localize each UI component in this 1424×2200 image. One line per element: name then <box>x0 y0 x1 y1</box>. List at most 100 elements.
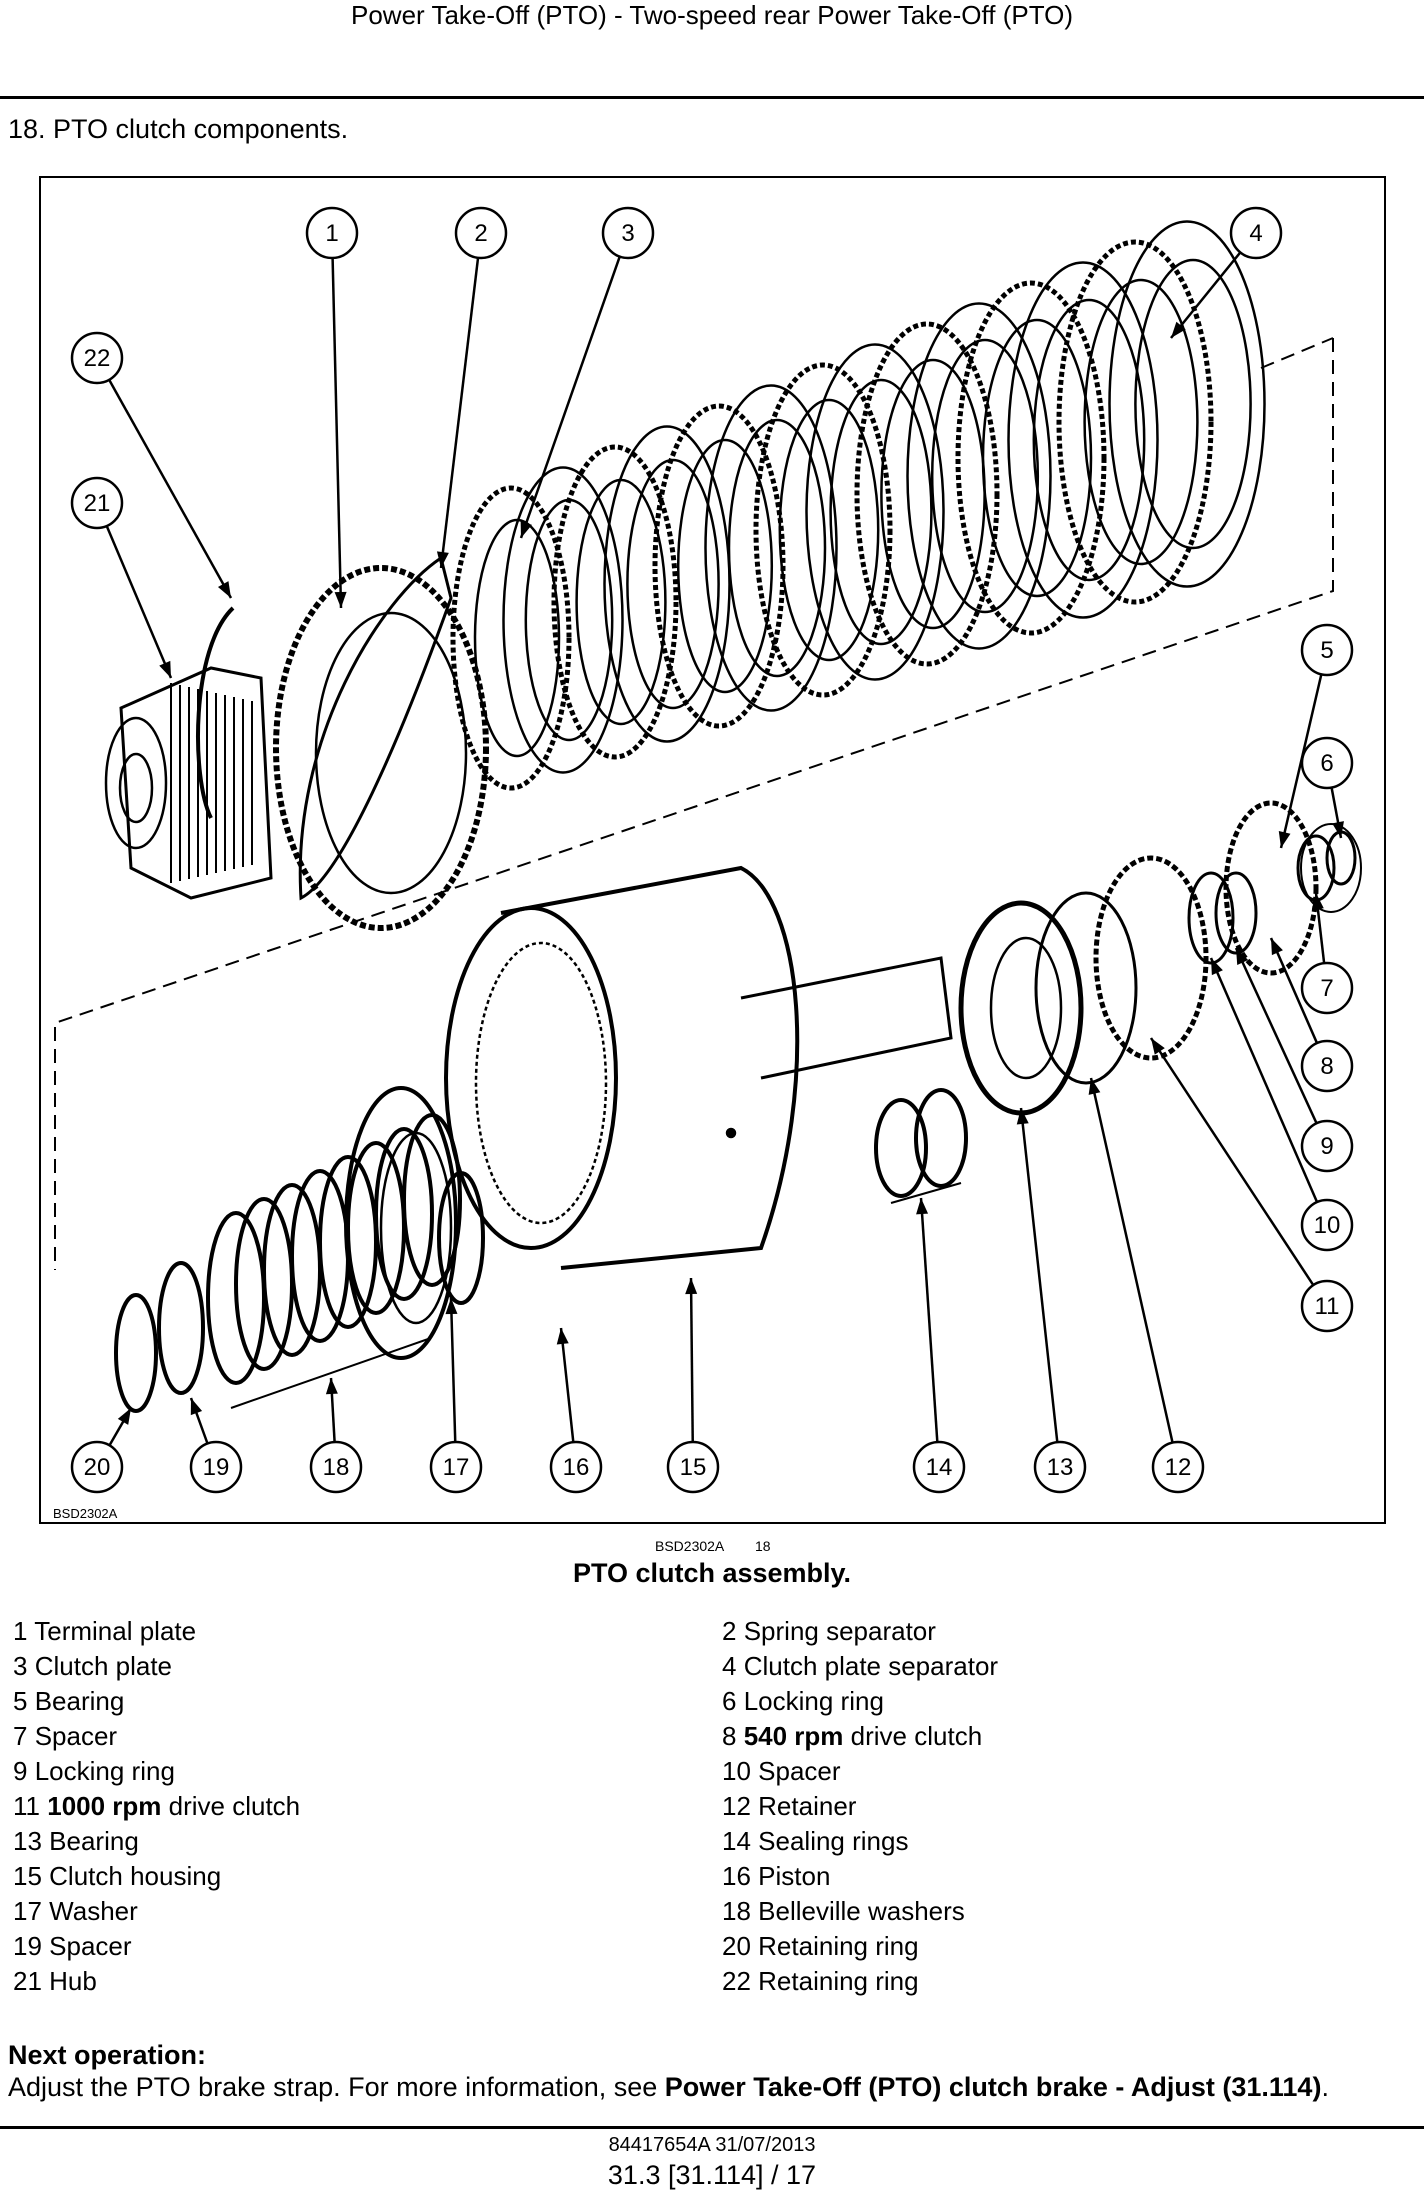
terminal-plate-bore <box>314 611 468 895</box>
legend-item-speed: 540 rpm <box>743 1721 844 1751</box>
page-header-title: Power Take-Off (PTO) - Two-speed rear Po… <box>351 0 1073 30</box>
next-operation-link[interactable]: Power Take-Off (PTO) clutch brake - Adju… <box>664 2072 1322 2102</box>
callout-arrowhead <box>436 551 449 568</box>
legend-item-16: 16 Piston <box>722 1859 998 1894</box>
bearing <box>1300 823 1362 913</box>
drive-clutch-1000 <box>1093 855 1209 1061</box>
clutch-housing-hole <box>725 1127 737 1139</box>
callout-21: 21 <box>70 476 124 530</box>
legend-item-number: 21 <box>13 1966 42 1996</box>
callout-bubble <box>601 206 655 260</box>
legend-item-label: Terminal plate <box>34 1616 197 1646</box>
callout-bubble <box>666 1440 720 1494</box>
belleville-washer <box>374 1127 434 1301</box>
callout-bubble <box>1300 1039 1354 1093</box>
callout-arrowhead <box>1211 958 1223 976</box>
legend-item-label: Retainer <box>758 1791 857 1821</box>
legend-item-8: 8 540 rpm drive clutch <box>722 1719 998 1754</box>
callout-bubble <box>454 206 508 260</box>
legend-item-7: 7 Spacer <box>13 1719 300 1754</box>
footer-page-ref: 31.3 [31.114] / 17 <box>607 2160 817 2190</box>
callout-9: 9 <box>1300 1119 1354 1173</box>
callout-number: 8 <box>1320 1053 1333 1080</box>
clutch-plate <box>805 343 945 681</box>
legend-item-number: 19 <box>13 1931 42 1961</box>
legend-item-label-tail: drive clutch <box>161 1791 301 1821</box>
legend-item-18: 18 Belleville washers <box>722 1894 998 1929</box>
figure-number: 18 <box>755 1538 771 1554</box>
clutch-plate-bore <box>676 438 774 694</box>
callout-arrowhead <box>556 1328 569 1345</box>
legend-item-number: 14 <box>722 1826 751 1856</box>
clutch-plate-bore <box>930 338 1040 614</box>
legend-item-number: 20 <box>722 1931 751 1961</box>
legend-item-label: Sealing rings <box>758 1826 909 1856</box>
clutch-plate <box>955 280 1107 636</box>
callout-arrowhead <box>520 520 532 538</box>
callout-bubble <box>1151 1440 1205 1494</box>
clutch-plate-bore <box>1134 258 1252 550</box>
legend-item-14: 14 Sealing rings <box>722 1824 998 1859</box>
retainer <box>1034 891 1138 1085</box>
locking-ring <box>1325 830 1357 886</box>
sealing-ring <box>914 1088 968 1188</box>
callout-19: 19 <box>189 1440 243 1494</box>
callout-bubble <box>309 1440 363 1494</box>
callout-arrowhead <box>1088 1078 1101 1095</box>
clutch-plate <box>652 403 786 729</box>
legend-item-label: Bearing <box>34 1686 125 1716</box>
legend-item-3: 3 Clutch plate <box>13 1649 300 1684</box>
callout-bubble <box>1033 1440 1087 1494</box>
callout-number: 20 <box>84 1454 111 1481</box>
washer <box>437 1171 485 1305</box>
callout-number: 21 <box>84 490 111 517</box>
legend-item-number: 6 <box>722 1686 737 1716</box>
callout-arrowhead <box>916 1198 929 1215</box>
clutch-plate <box>450 485 572 791</box>
next-operation-text-end: . <box>1321 2072 1329 2102</box>
callout-number: 2 <box>474 220 487 247</box>
legend-item-label: Piston <box>758 1861 831 1891</box>
clutch-plate-bore <box>778 398 880 662</box>
callout-leader <box>689 1277 695 1468</box>
legend-item-number: 7 <box>13 1721 28 1751</box>
callout-arrowhead <box>685 1278 698 1295</box>
legend-item-15: 15 Clutch housing <box>13 1859 300 1894</box>
callout-11: 11 <box>1300 1279 1354 1333</box>
callout-bubble <box>549 1440 603 1494</box>
callout-5: 5 <box>1300 623 1354 677</box>
clutch-plate <box>502 466 624 774</box>
legend-item-number: 9 <box>13 1756 28 1786</box>
callout-arrowhead <box>117 1408 131 1425</box>
figure-code-below: BSD2302A <box>655 1538 725 1554</box>
legend-item-20: 20 Retaining ring <box>722 1929 998 1964</box>
callout-number: 15 <box>680 1454 707 1481</box>
callout-number: 17 <box>443 1454 470 1481</box>
clutch-plate <box>603 425 731 743</box>
callout-number: 6 <box>1320 750 1333 777</box>
clutch-housing-shaft <box>740 956 953 1080</box>
callout-leader <box>1209 957 1329 1226</box>
legend-item-number: 10 <box>722 1756 751 1786</box>
belleville-bracket <box>230 1337 432 1409</box>
legend-item-number: 16 <box>722 1861 751 1891</box>
legend-item-label: Clutch plate separator <box>743 1651 999 1681</box>
callout-arrowhead <box>1236 948 1249 966</box>
callout-10: 10 <box>1300 1198 1354 1252</box>
figure-code-label: BSD2302A <box>53 1506 118 1521</box>
legend-item-number: 2 <box>722 1616 737 1646</box>
legend-item-label: Spacer <box>758 1756 841 1786</box>
callout-leader <box>330 232 343 609</box>
step-title: 18. PTO clutch components. <box>8 114 349 144</box>
callout-arrowhead <box>325 1378 338 1395</box>
callout-3: 3 <box>601 206 655 260</box>
legend-item-label: Washer <box>49 1896 138 1926</box>
clutch-plate-bore <box>1032 298 1146 582</box>
legend-item-label: Belleville washers <box>758 1896 965 1926</box>
callout-leader <box>519 232 630 539</box>
legend-item-label: Spacer <box>49 1931 132 1961</box>
callout-arrowhead <box>1271 938 1283 956</box>
callout-bubble <box>1300 1198 1354 1252</box>
legend-item-label: Spring separator <box>743 1616 936 1646</box>
